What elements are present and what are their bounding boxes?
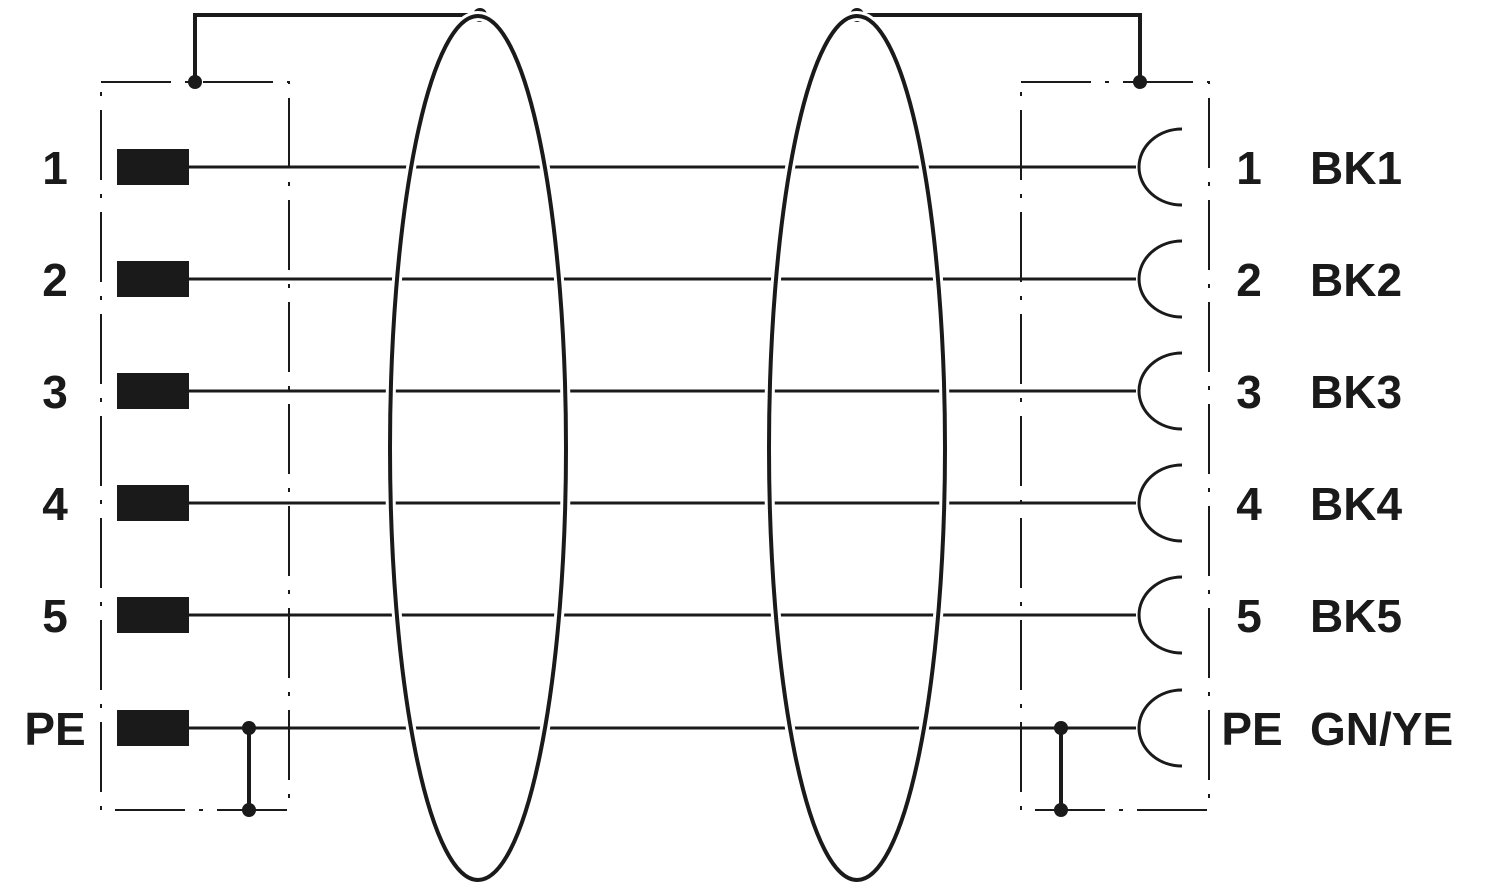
female-socket-pe: [1137, 688, 1183, 768]
male-pin-pe: [117, 710, 189, 746]
left-pin-label-pe: PE: [24, 703, 85, 755]
right-pe-junction-node: [1054, 721, 1068, 735]
wire-color-label-5: BK5: [1310, 590, 1402, 642]
female-socket-1: [1137, 127, 1183, 207]
wire-color-label-3: BK3: [1310, 366, 1402, 418]
male-pin-2: [117, 261, 189, 297]
right-pin-label-5: 5: [1236, 590, 1262, 642]
right-shield-link: [857, 13, 1142, 82]
left-pin-label-4: 4: [42, 478, 68, 530]
right-pin-label-3: 3: [1236, 366, 1262, 418]
left-shield-node-housing: [188, 75, 202, 89]
right-pin-label-2: 2: [1236, 254, 1262, 306]
wire-color-label-1: BK1: [1310, 142, 1402, 194]
female-socket-3: [1137, 351, 1183, 431]
right-shield-node-housing: [1133, 75, 1147, 89]
right-pin-label-4: 4: [1236, 478, 1262, 530]
left-pin-label-2: 2: [42, 254, 68, 306]
female-socket-5: [1137, 575, 1183, 655]
left-pe-housing-node: [242, 803, 256, 817]
male-pin-3: [117, 373, 189, 409]
right-pin-label-1: 1: [1236, 142, 1262, 194]
left-pin-label-3: 3: [42, 366, 68, 418]
right-pe-housing-node: [1054, 803, 1068, 817]
wire-color-label-pe: GN/YE: [1310, 703, 1453, 755]
wire-group: [117, 127, 1183, 817]
wire-color-label-4: BK4: [1310, 478, 1402, 530]
cable-shield-right: [764, 11, 950, 885]
male-pin-1: [117, 149, 189, 185]
male-pin-4: [117, 485, 189, 521]
left-connector-housing: [100, 81, 290, 811]
female-socket-4: [1137, 463, 1183, 543]
male-pin-5: [117, 597, 189, 633]
left-pin-label-5: 5: [42, 590, 68, 642]
right-pin-label-pe: PE: [1221, 703, 1282, 755]
female-socket-2: [1137, 239, 1183, 319]
left-pe-junction-node: [242, 721, 256, 735]
cable-shield-left: [385, 11, 571, 885]
left-shield-link: [193, 13, 480, 82]
wire-color-label-2: BK2: [1310, 254, 1402, 306]
right-connector-housing: [1020, 81, 1210, 811]
left-pin-label-1: 1: [42, 142, 68, 194]
